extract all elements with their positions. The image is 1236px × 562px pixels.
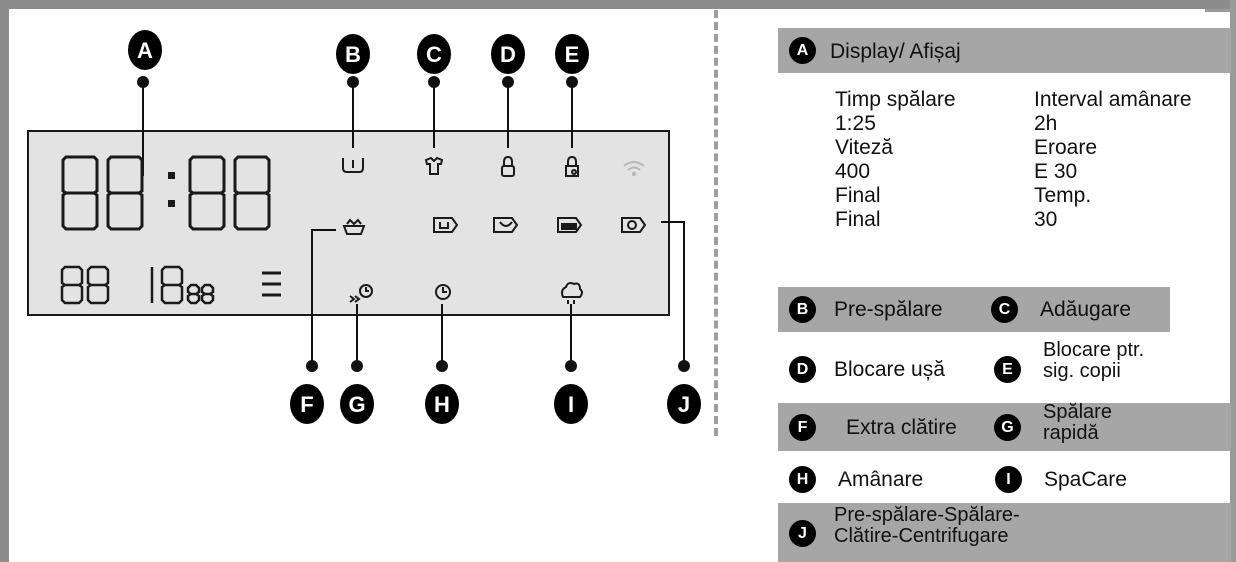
legend-child-lock-line2: sig. copii <box>1043 360 1121 382</box>
main-digit-3 <box>233 155 271 231</box>
display-item: E 30 <box>1034 160 1078 183</box>
frame-right-border <box>1230 0 1236 562</box>
prewash-icon <box>342 158 364 173</box>
legend-display-title: Display/ Afișaj <box>830 40 961 63</box>
dashed-divider <box>714 10 718 436</box>
display-items-left: Timp spălare 1:25 Viteză 400 Final Final <box>835 88 956 232</box>
level-bars-icon <box>262 271 281 297</box>
display-item: 30 <box>1034 208 1058 231</box>
legend-phases: Pre-spălare-Spălare- Clătire-Centrifugar… <box>834 505 1020 547</box>
wifi-icon <box>623 161 645 177</box>
legend-quick-wash-line2: rapidă <box>1043 422 1099 444</box>
display-items-right: Interval amânare 2h Eroare E 30 Temp. 30 <box>1034 88 1192 232</box>
callout-i: I <box>568 392 574 417</box>
spin-phase-icon <box>621 217 647 233</box>
display-item: Timp spălare <box>835 88 956 111</box>
display-item: Interval amânare <box>1034 88 1192 111</box>
status-icons <box>342 155 645 177</box>
sub-digit-left-1 <box>86 265 110 305</box>
main-time-colon <box>168 172 175 207</box>
callouts-bottom: F G H I J <box>290 384 701 424</box>
legend-child-lock-line1: Blocare ptr. <box>1043 339 1145 361</box>
callout-b: B <box>345 42 361 67</box>
display-item: 400 <box>835 160 871 183</box>
legend-child-lock: Blocare ptr. sig. copii <box>1043 340 1144 382</box>
sub-digit-small-0 <box>186 283 201 305</box>
callouts-top: A B C D E <box>128 30 589 74</box>
callout-e: E <box>565 42 580 67</box>
legend-delay: Amânare <box>838 468 924 491</box>
legend-badge-g: G <box>994 414 1021 441</box>
sub-digits <box>60 265 215 305</box>
main-digit-1 <box>106 155 144 231</box>
child-lock-icon <box>565 155 579 177</box>
sub-digit-eight <box>160 265 184 305</box>
prewash-phase-icon <box>433 217 459 233</box>
rinse-phase-icon <box>557 217 583 233</box>
frame-right-top-border <box>1205 9 1230 12</box>
legend-row-bc <box>778 287 1170 332</box>
callout-d: D <box>500 42 516 67</box>
legend-extra-rinse: Extra clătire <box>846 416 957 439</box>
callout-h: H <box>434 392 450 417</box>
legend-badge-a: A <box>789 37 816 64</box>
leader-dots <box>137 76 690 372</box>
delay-icon <box>435 284 451 300</box>
display-item: 1:25 <box>835 112 876 135</box>
sub-digit-small-1 <box>200 283 215 305</box>
legend-prewash: Pre-spălare <box>834 298 943 321</box>
display-item: 2h <box>1034 112 1058 135</box>
legend-row-a <box>778 28 1231 73</box>
wash-phase-icon <box>493 217 519 233</box>
main-digit-0 <box>61 155 99 231</box>
legend-phases-line1: Pre-spălare-Spălare- <box>834 504 1020 526</box>
callout-g: G <box>348 392 365 417</box>
spacare-icon <box>561 282 583 304</box>
main-digit-2 <box>188 155 226 231</box>
frame-top-border <box>0 0 1236 9</box>
frame-left-border <box>0 0 9 562</box>
legend-badge-e: E <box>994 356 1021 383</box>
door-lock-icon <box>501 155 515 177</box>
legend-badge-i: I <box>995 466 1022 493</box>
legend-badge-j: J <box>789 520 816 547</box>
add-garment-icon <box>424 156 444 175</box>
legend-quick-wash: Spălare rapidă <box>1043 402 1112 444</box>
legend-badge-f: F <box>789 414 816 441</box>
callout-c: C <box>426 42 442 67</box>
display-item: Eroare <box>1034 136 1098 159</box>
legend-badge-d: D <box>789 356 816 383</box>
sub-digit-left-0 <box>60 265 84 305</box>
display-item: Final <box>835 208 881 231</box>
callout-f: F <box>300 392 313 417</box>
extra-rinse-icon <box>342 218 366 235</box>
legend-quick-wash-line1: Spălare <box>1043 401 1112 423</box>
callout-a: A <box>137 38 153 63</box>
legend-add: Adăugare <box>1040 298 1132 321</box>
legend-badge-c: C <box>991 296 1018 323</box>
callout-j: J <box>678 392 690 417</box>
leader-lines <box>142 82 685 366</box>
main-time-digits <box>61 155 271 231</box>
legend-badge-h: H <box>789 466 816 493</box>
display-item: Viteză <box>835 136 893 159</box>
legend-row-j <box>778 503 1231 562</box>
control-panel-diagram: A B C D E F G H I J <box>27 30 701 424</box>
legend-spacare: SpaCare <box>1044 468 1127 491</box>
quick-wash-icon <box>349 284 373 303</box>
display-item: Temp. <box>1034 184 1092 207</box>
display-item: Final <box>835 184 881 207</box>
legend-door-lock: Blocare ușă <box>834 358 945 381</box>
legend-badge-b: B <box>789 296 816 323</box>
legend-phases-line2: Clătire-Centrifugare <box>834 525 1009 547</box>
